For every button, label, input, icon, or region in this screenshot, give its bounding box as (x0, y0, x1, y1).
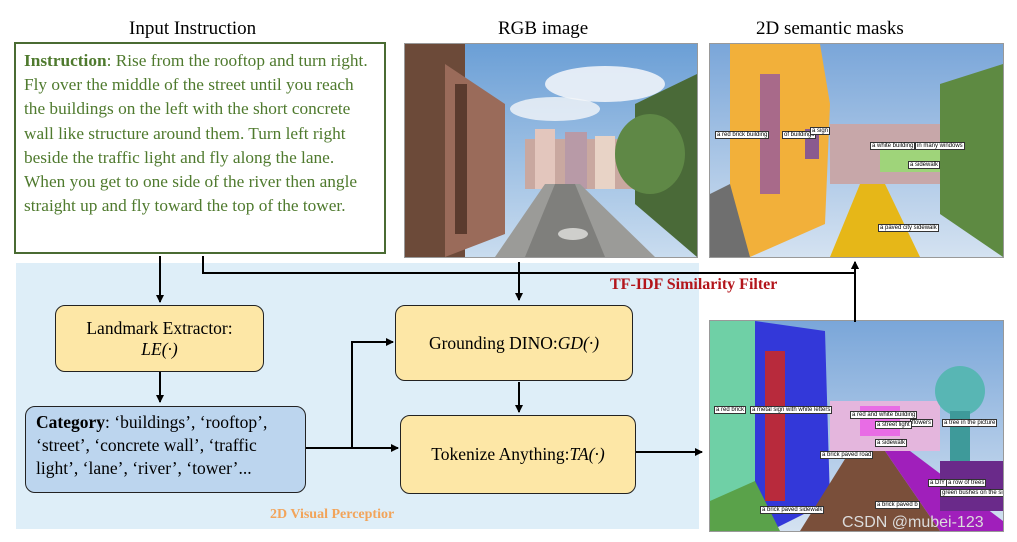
mask-tag: of buildings (782, 131, 817, 139)
mask-tag: a brick paved sidewalk (760, 506, 825, 514)
grounding-dino-func: GD(·) (557, 332, 600, 353)
mask-tag: in many windows (915, 142, 965, 150)
mask-tag: a white building (870, 142, 916, 150)
semantic-masks-image-top: a red brick building of buildings a whit… (709, 43, 1004, 258)
instruction-box: Instruction: Rise from the rooftop and t… (14, 42, 386, 254)
instruction-label: Instruction (24, 51, 107, 70)
tokenize-anything-name: Tokenize Anything: (431, 444, 570, 464)
visual-perception-label: 2D Visual Perceptior (270, 507, 395, 522)
instruction-text: : Rise from the rooftop and turn right. … (24, 51, 368, 216)
mask-tag: a sidewalk (908, 161, 941, 169)
mask-tag: a red and white building (850, 411, 918, 419)
tokenize-anything-node: Tokenize Anything: TA(·) (400, 415, 636, 494)
rgb-image (404, 43, 698, 258)
arrow-filter-line (202, 256, 859, 274)
tokenize-anything-func: TA(·) (569, 444, 605, 464)
semantic-masks-image-bottom: a red brick a metal sign with white lett… (709, 320, 1004, 532)
mask-tag: a red brick building (715, 131, 770, 139)
semantic-masks-header: 2D semantic masks (756, 18, 904, 39)
arrow-category-to-grounding (306, 338, 394, 449)
mask-tag: a sidewalk (875, 439, 908, 447)
semantic-masks-top-illustration (710, 44, 1003, 257)
mask-tag: a red brick (714, 406, 747, 414)
input-instruction-header: Input Instruction (129, 18, 257, 39)
rgb-image-illustration (405, 44, 697, 257)
mask-tag: a brick paved b (875, 501, 920, 509)
landmark-extractor-node: Landmark Extractor: LE(·) (55, 305, 264, 372)
mask-tag: a paved city sidewalk (878, 224, 939, 232)
watermark: CSDN @mubei-123 (842, 514, 984, 531)
category-label: Category (36, 412, 106, 432)
grounding-dino-name: Grounding DINO: (428, 332, 558, 353)
landmark-extractor-name: Landmark Extractor: (86, 317, 233, 338)
landmark-extractor-func: LE(·) (141, 338, 178, 359)
rgb-image-header: RGB image (498, 18, 589, 39)
mask-tag: a metal sign with white letters (750, 406, 833, 414)
mask-tag: a brick paved road (820, 451, 874, 459)
mask-tag: green bushes on the side (940, 489, 1003, 497)
mask-tag: a DIY (928, 479, 948, 487)
grounding-dino-node: Grounding DINO: GD(·) (395, 305, 633, 381)
semantic-masks-bottom-illustration (710, 321, 1003, 531)
mask-tag: a street light (875, 421, 912, 429)
category-node: Category: ‘buildings’, ‘rooftop’, ‘stree… (25, 406, 306, 493)
mask-tag: a sign (810, 127, 831, 135)
tfidf-filter-label: TF-IDF Similarity Filter (610, 276, 778, 293)
mask-tag: a tree in the picture (942, 419, 998, 427)
category-text: : ‘buildings’, ‘rooftop’, ‘street’, ‘con… (36, 412, 268, 478)
